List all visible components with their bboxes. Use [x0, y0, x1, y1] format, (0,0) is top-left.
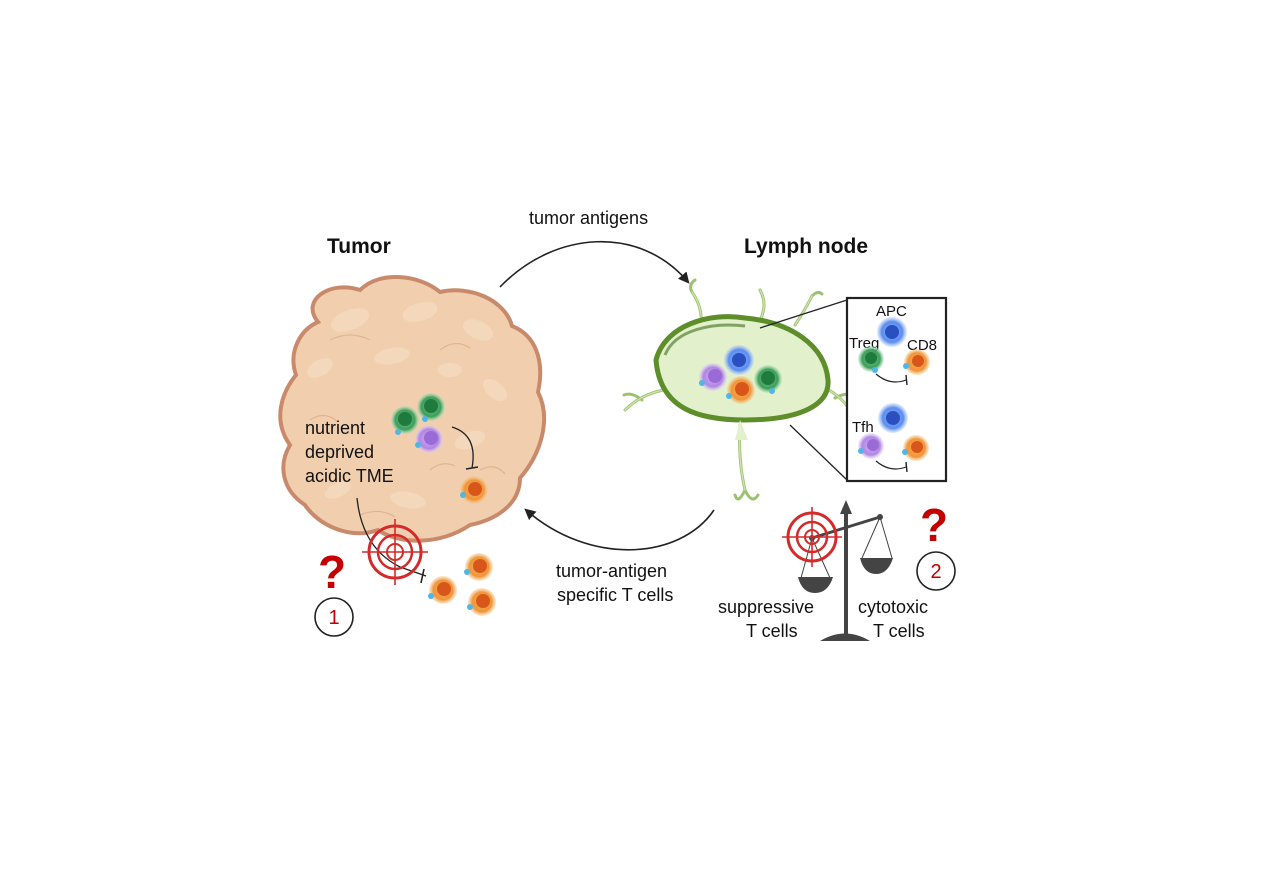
ln-treg-cell: [754, 365, 782, 394]
inset-treg-cell: [858, 346, 884, 373]
outside-cd8-cell-2: [428, 576, 457, 604]
lymph-node-title: Lymph node: [744, 235, 868, 258]
inset-inhibition-bar-bottom: [905, 461, 908, 473]
tumor-treg-cell-1: [391, 406, 419, 435]
inset-tfh-cell: [858, 433, 884, 459]
tumor-exit-line: [356, 497, 427, 577]
balance-right-label-line2: T cells: [873, 621, 925, 641]
ln-cd8-cell: [726, 376, 755, 404]
top-arrow-label: tumor antigens: [529, 208, 648, 228]
inset-inhibition-arc-bottom: [875, 460, 907, 470]
question-mark-icon-1: ?: [318, 546, 346, 598]
bottom-arrow-label-line1: tumor-antigen: [556, 561, 667, 581]
tumor-title: Tumor: [327, 235, 391, 258]
balance-left-label-line2: T cells: [746, 621, 798, 641]
tme-label-line3: acidic TME: [305, 466, 394, 486]
t-cells-arrow: [524, 508, 715, 551]
tumor-antigens-arrow: [499, 240, 690, 288]
target-icon-tumor: [362, 519, 428, 585]
outside-cd8-cell-1: [464, 553, 493, 581]
zoom-line-top: [759, 299, 848, 329]
question-number-circle-1: [314, 597, 354, 637]
tumor-exit-block-bar: [420, 568, 425, 584]
tumor-tfh-cell: [415, 425, 443, 453]
tumor-treg-cell-2: [417, 393, 445, 422]
question-number-circle-2: [916, 551, 956, 591]
inset-apc-cell-bottom: [878, 403, 908, 433]
ln-tfh-cell: [699, 363, 727, 391]
ln-apc-cell: [724, 345, 754, 375]
inset-apc-cell-top: [877, 317, 907, 347]
tumor-cd8-cell-inside: [460, 476, 488, 504]
inset-cd8-cell-top: [903, 349, 930, 375]
inset-apc-label: APC: [876, 303, 907, 320]
outside-cd8-cell-3: [467, 588, 496, 616]
bottom-arrow-label-line2: specific T cells: [557, 585, 673, 605]
target-icon-lymph: [782, 507, 842, 567]
question-mark-icon-2: ?: [920, 499, 948, 551]
tumor-inhibition-bar: [465, 466, 479, 470]
inset-inhibition-bar-top: [905, 374, 908, 386]
zoom-line-bottom: [789, 424, 848, 481]
inset-inhibition-arc-top: [875, 373, 907, 383]
inset-tfh-label: Tfh: [852, 419, 874, 436]
question-number-2: 2: [930, 561, 941, 583]
tme-label-line2: deprived: [305, 442, 374, 462]
balance-right-label-line1: cytotoxic: [858, 597, 928, 617]
inset-cd8-cell-bottom: [902, 435, 929, 461]
question-number-1: 1: [328, 607, 339, 629]
tme-label-line1: nutrient: [305, 418, 365, 438]
tumor-inhibition-arc: [451, 426, 474, 469]
balance-left-label-line1: suppressive: [718, 597, 814, 617]
